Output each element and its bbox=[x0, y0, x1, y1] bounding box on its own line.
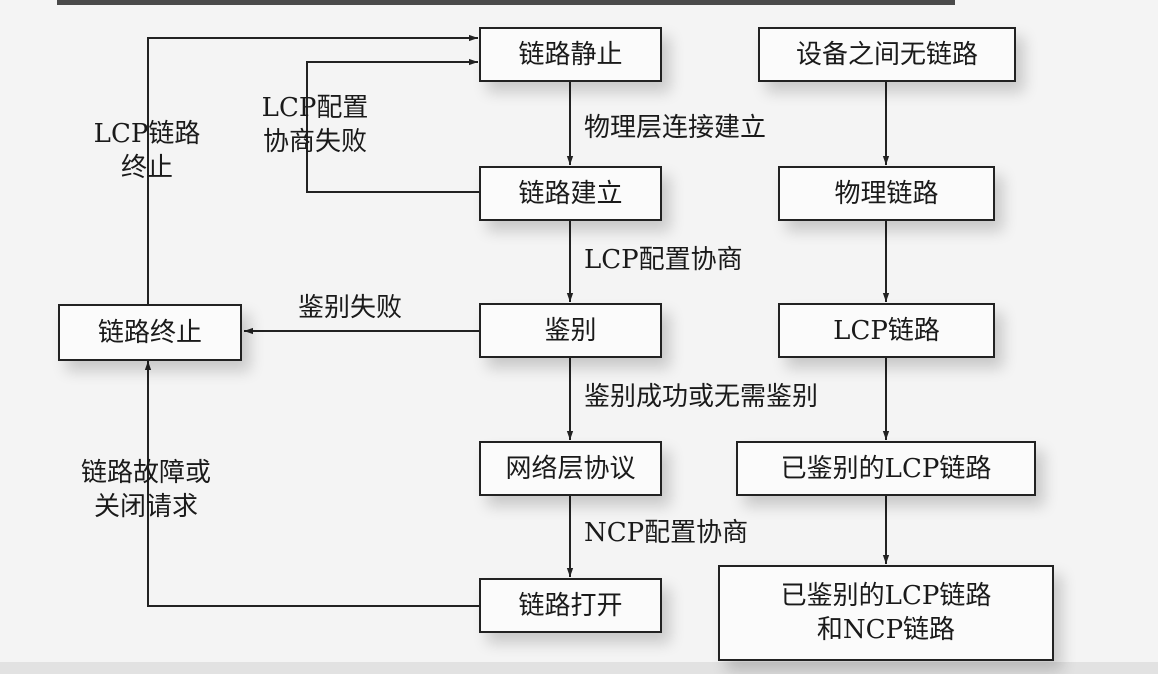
label-physical-connect: 物理层连接建立 bbox=[584, 113, 767, 143]
node-link-establish-label: 链路建立 bbox=[518, 178, 623, 209]
node-physical-link: 物理链路 bbox=[778, 166, 995, 221]
top-border-bar bbox=[57, 0, 955, 5]
node-link-terminate: 链路终止 bbox=[58, 304, 242, 361]
node-auth-lcp-ncp-link: 已鉴别的LCP链路 和NCP链路 bbox=[718, 565, 1054, 661]
node-authenticate-label: 鉴别 bbox=[544, 315, 597, 346]
node-auth-lcp-ncp-line2: 和NCP链路 bbox=[816, 615, 956, 645]
node-network-protocol: 网络层协议 bbox=[479, 441, 662, 496]
node-link-establish: 链路建立 bbox=[479, 166, 662, 221]
label-ncp-negotiate: NCP配置协商 bbox=[584, 518, 749, 548]
label-link-fault-line2: 关闭请求 bbox=[93, 492, 198, 522]
node-physical-link-label: 物理链路 bbox=[834, 178, 939, 209]
node-link-terminate-label: 链路终止 bbox=[97, 317, 202, 348]
label-lcp-config-fail-line2: 协商失败 bbox=[262, 127, 367, 157]
arrow-terminate-to-dead bbox=[147, 34, 478, 304]
label-lcp-link-terminate: LCP链路 终止 bbox=[80, 117, 214, 185]
label-lcp-config-fail-line1: LCP配置 bbox=[261, 93, 369, 123]
bottom-strip bbox=[0, 662, 1158, 674]
node-link-open-label: 链路打开 bbox=[518, 590, 623, 621]
node-no-link: 设备之间无链路 bbox=[758, 27, 1016, 82]
label-lcp-link-terminate-line2: 终止 bbox=[120, 153, 173, 183]
node-authenticate: 鉴别 bbox=[479, 303, 662, 358]
node-lcp-link-label: LCP链路 bbox=[833, 315, 940, 346]
node-link-dead-label: 链路静止 bbox=[518, 39, 623, 70]
node-no-link-label: 设备之间无链路 bbox=[795, 39, 978, 70]
label-link-fault-line1: 链路故障或 bbox=[80, 458, 211, 488]
label-auth-success: 鉴别成功或无需鉴别 bbox=[584, 382, 819, 412]
node-auth-lcp-ncp-line1: 已鉴别的LCP链路 bbox=[780, 581, 992, 611]
label-lcp-config-fail: LCP配置 协商失败 bbox=[248, 91, 382, 159]
node-network-protocol-label: 网络层协议 bbox=[505, 453, 636, 484]
label-lcp-link-terminate-line1: LCP链路 bbox=[93, 119, 201, 149]
node-auth-lcp-link: 已鉴别的LCP链路 bbox=[736, 441, 1036, 496]
node-auth-lcp-link-label: 已鉴别的LCP链路 bbox=[780, 453, 992, 484]
node-lcp-link: LCP链路 bbox=[778, 303, 995, 358]
arrow-establish-to-dead bbox=[306, 58, 479, 193]
label-lcp-negotiate: LCP配置协商 bbox=[584, 245, 743, 275]
arrow-open-to-terminate bbox=[144, 361, 479, 607]
node-link-dead: 链路静止 bbox=[479, 27, 662, 82]
label-link-fault: 链路故障或 关闭请求 bbox=[64, 456, 228, 524]
node-link-open: 链路打开 bbox=[479, 578, 662, 633]
label-auth-fail: 鉴别失败 bbox=[298, 293, 403, 323]
